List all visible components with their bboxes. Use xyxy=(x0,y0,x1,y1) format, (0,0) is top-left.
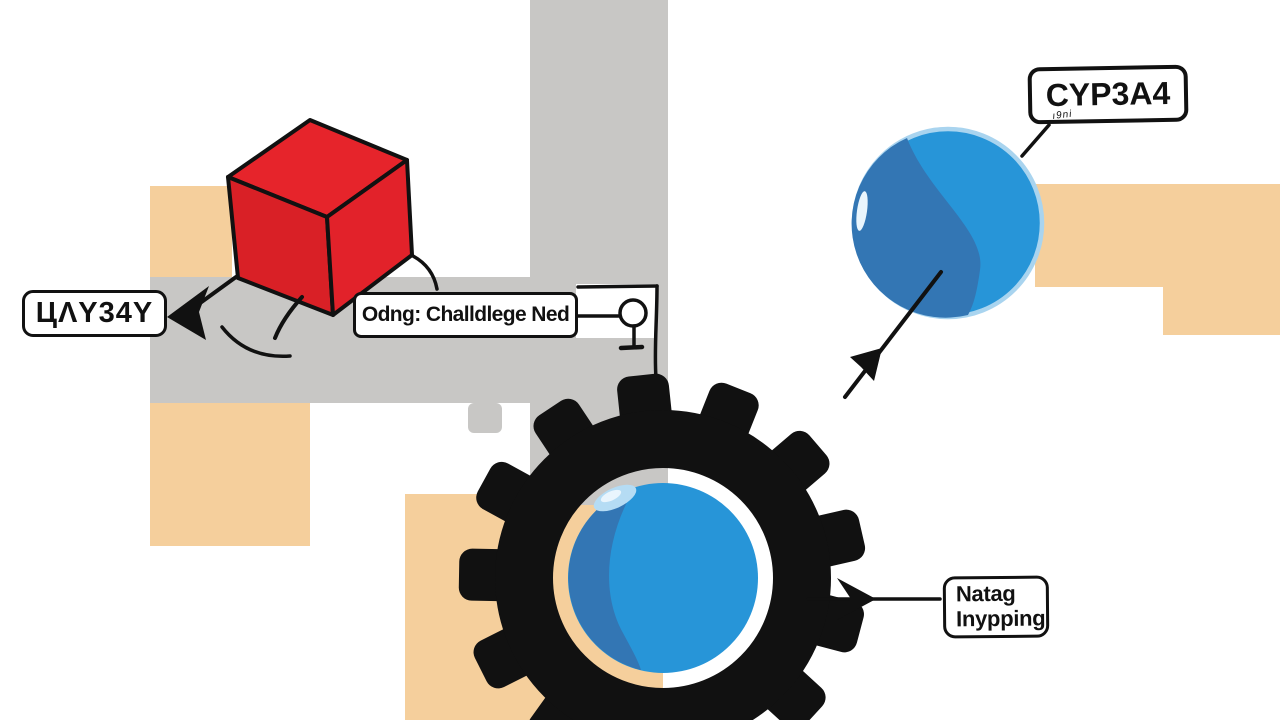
label-cyp3a4-note: ı9ni xyxy=(1051,108,1074,122)
label-natag-line1: Natag xyxy=(955,581,1016,607)
label-natag: Natag Inypping xyxy=(942,575,1050,639)
tan-block-lower-left xyxy=(150,403,310,546)
sphere-shade xyxy=(851,138,981,318)
tan-block-right-upper xyxy=(1035,184,1164,287)
label-left-code-text: ЦΛY34Y xyxy=(35,297,154,329)
valve-top-line xyxy=(576,284,659,289)
label-drug-challenge: Odng: Challdlege Ned xyxy=(353,292,578,338)
arrowhead-to-sphere xyxy=(850,348,882,381)
label-cyp3a4: CYP3A4 ı9ni xyxy=(1027,64,1189,125)
swoosh-arc xyxy=(220,325,292,358)
arrowhead-to-natag-label xyxy=(837,578,876,620)
gear-core-shade xyxy=(568,487,641,670)
cube-annotations xyxy=(167,254,439,358)
valve-circle xyxy=(618,298,648,328)
cube-to-drug-label-connector xyxy=(411,254,439,291)
gear-core-glint xyxy=(600,489,622,503)
gear-ring xyxy=(495,410,831,720)
label-natag-line2: Inypping xyxy=(955,605,1046,632)
gray-blob xyxy=(468,403,502,433)
tick-stroke xyxy=(273,295,304,340)
arrowhead-to-left-label xyxy=(167,286,209,340)
arrow-line-to-sphere xyxy=(843,270,943,399)
cyp-label-connector xyxy=(1020,123,1051,158)
gear-icon xyxy=(458,373,866,720)
tan-block-right-lower xyxy=(1163,184,1280,335)
label-drug-challenge-text: Odng: Challdlege Ned xyxy=(361,303,570,326)
label-left-code: ЦΛY34Y xyxy=(22,290,167,337)
sphere-rim-glint xyxy=(856,191,868,231)
sphere-icon xyxy=(843,123,1051,399)
tan-block-upper-left xyxy=(150,186,232,277)
background-blocks xyxy=(150,0,1280,720)
label-cyp3a4-text: CYP3A4 xyxy=(1045,74,1171,114)
natag-arrow xyxy=(806,578,942,620)
valve-foot xyxy=(618,344,645,351)
cube-icon xyxy=(226,118,414,317)
